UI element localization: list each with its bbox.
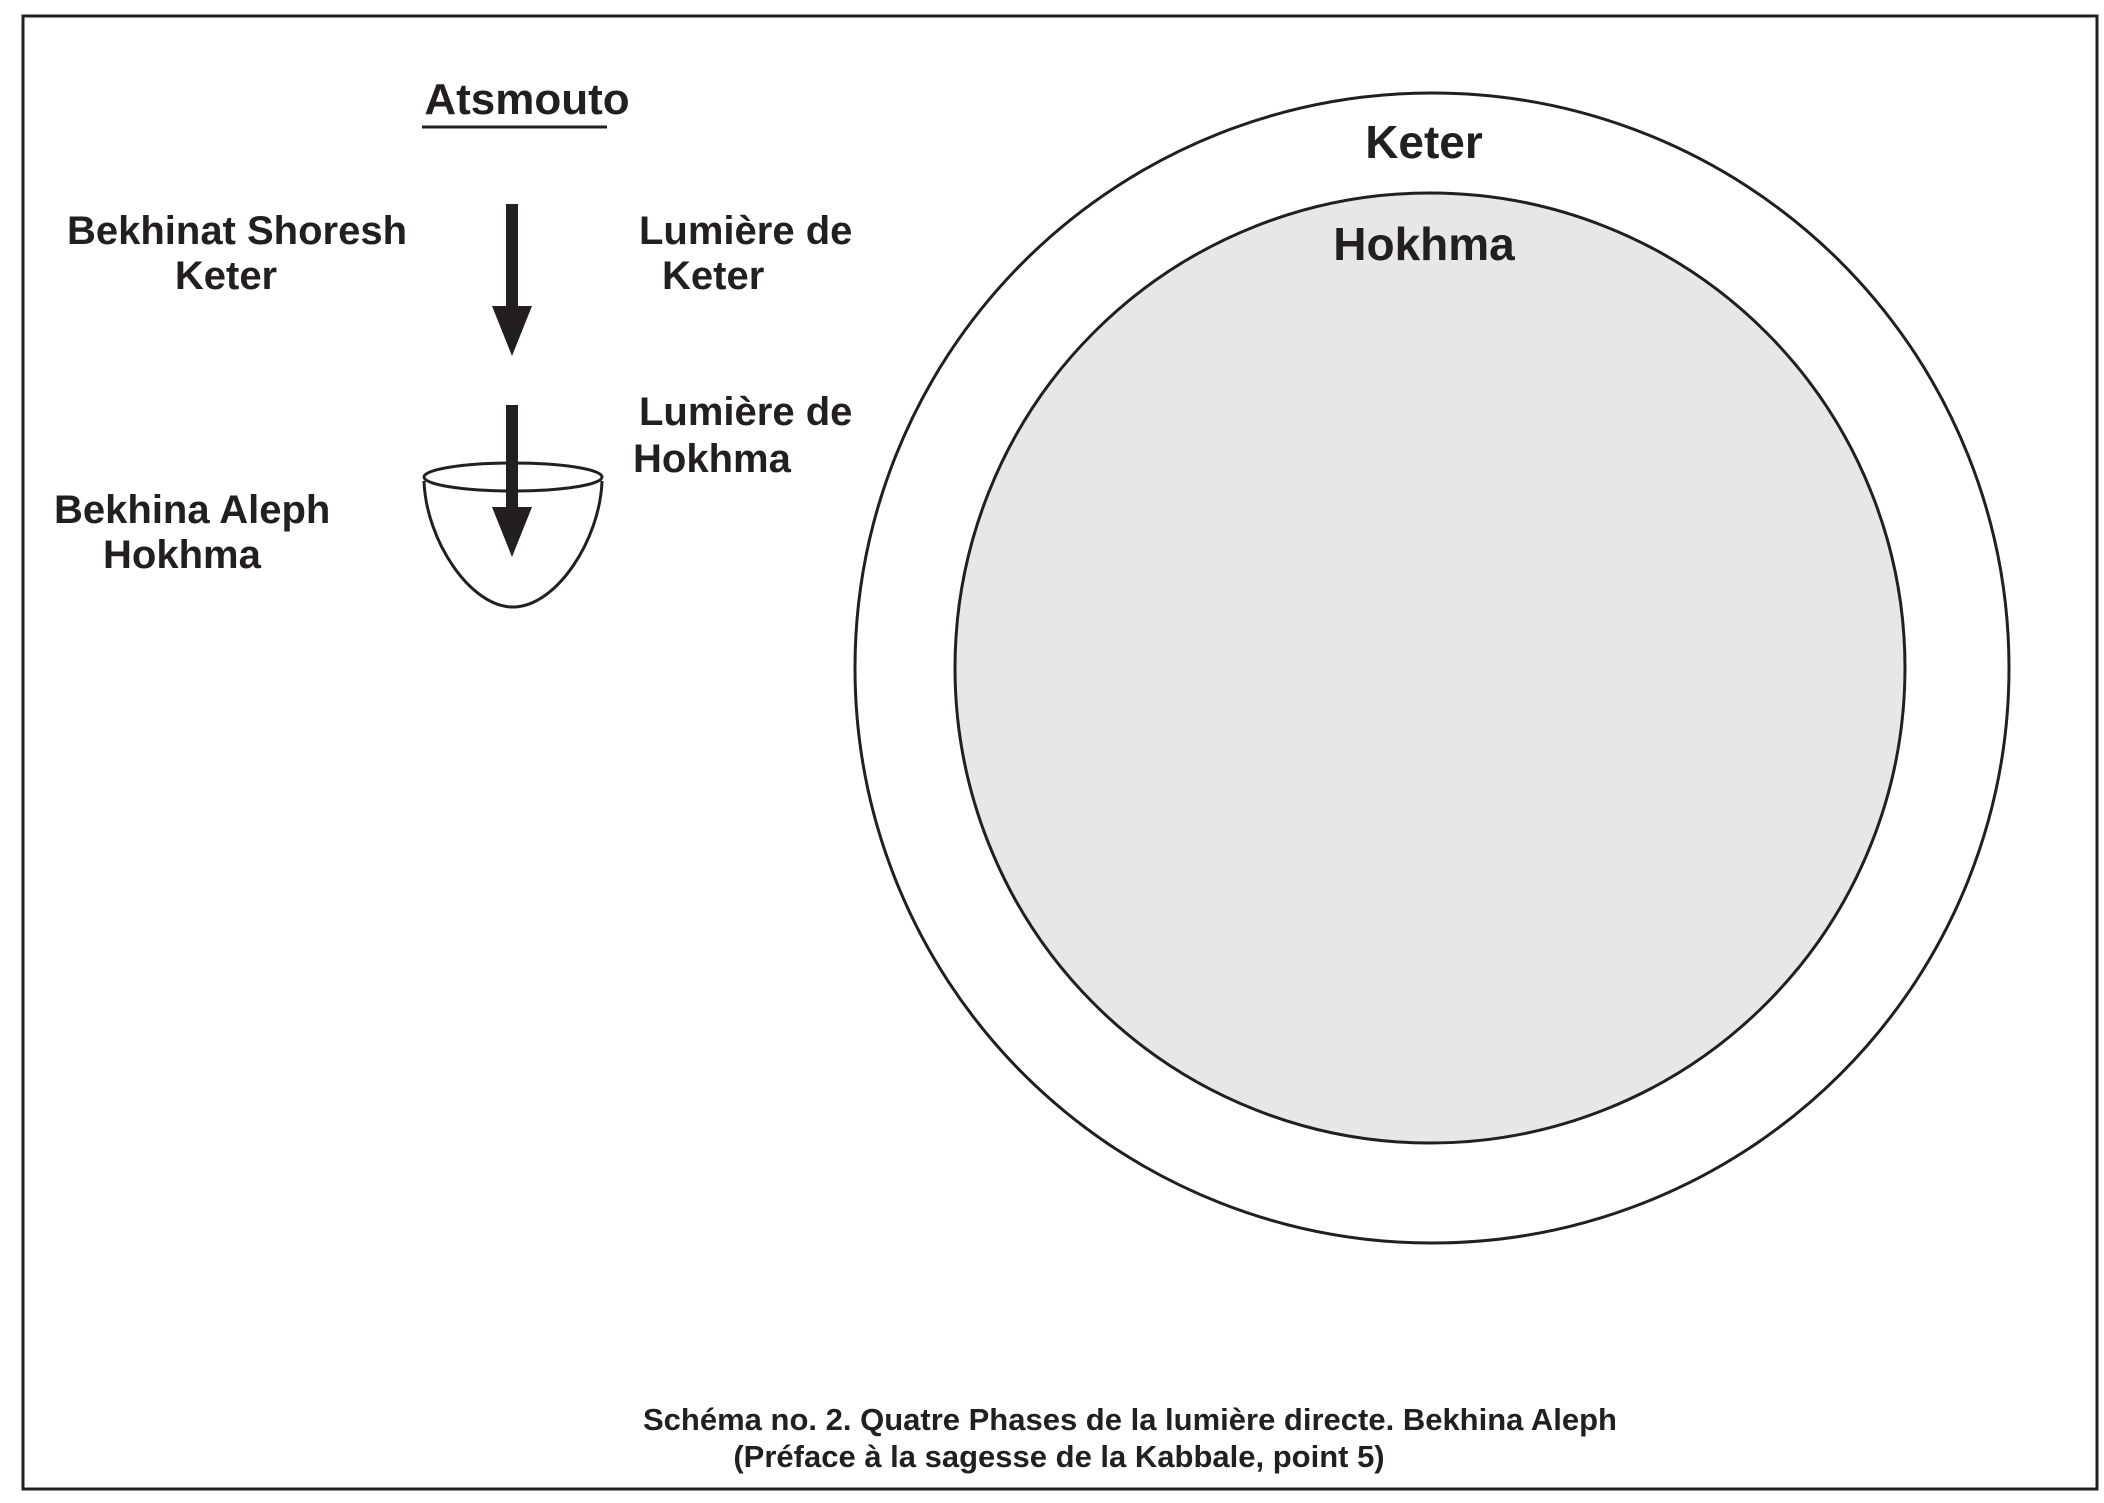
hokhma-inner-circle xyxy=(953,191,1907,1145)
outer-circle-label: Keter xyxy=(1365,116,1483,168)
inner-circle-label: Hokhma xyxy=(1333,218,1515,270)
lumiere-hokhma-label: Lumière de xyxy=(639,390,852,434)
keter-label: Keter xyxy=(175,254,277,298)
hokhma-label: Hokhma xyxy=(103,533,262,577)
bekhinat-shoresh-label: Bekhinat Shoresh xyxy=(67,209,407,253)
caption-source: (Préface à la sagesse de la Kabbale, poi… xyxy=(733,1439,1384,1474)
arrow-down-icon xyxy=(492,405,532,557)
bekhina-aleph-label: Bekhina Aleph xyxy=(54,488,330,532)
arrow-down-icon xyxy=(492,204,532,356)
caption-title: Schéma no. 2. Quatre Phases de la lumièr… xyxy=(643,1402,1617,1437)
lumiere-keter-label-2: Keter xyxy=(662,254,764,298)
atsmouto-label: Atsmouto xyxy=(424,75,629,124)
lumiere-keter-label: Lumière de xyxy=(639,209,852,253)
lumiere-hokhma-label-2: Hokhma xyxy=(633,437,792,481)
